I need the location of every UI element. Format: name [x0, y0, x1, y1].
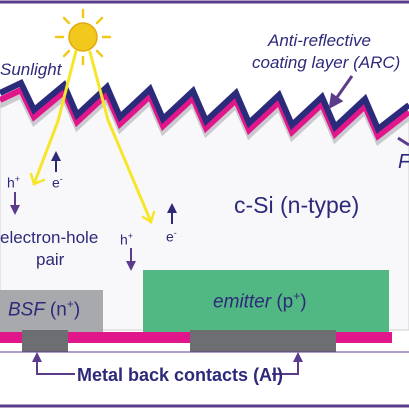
contact-arrow-right — [272, 352, 303, 375]
sun-icon — [54, 8, 112, 66]
ray-2 — [88, 50, 153, 224]
electron-hole-label-line2: pair — [36, 250, 65, 269]
hole-symbol-right: h+ — [120, 231, 134, 248]
hole-symbol-left: h+ — [7, 174, 21, 191]
light-rays — [32, 49, 153, 224]
contact-arrow-left — [32, 352, 75, 375]
right-pointer-arrow — [397, 136, 409, 147]
electron-hole-label-line1: electron-hole — [0, 228, 99, 247]
emitter-region — [143, 270, 389, 332]
bsf-region — [0, 290, 103, 332]
sunlight-label: Sunlight — [0, 60, 62, 79]
bsf-label: BSF (n+) — [8, 297, 81, 321]
electron-symbol-left: e- — [52, 174, 63, 191]
electron-symbol-right: e- — [166, 228, 177, 245]
ray-1 — [32, 49, 78, 186]
metal-contacts-label: Metal back contacts (Al) — [77, 365, 284, 385]
ray-splits — [29, 172, 156, 224]
metal-contact-2 — [190, 330, 336, 352]
arc-pointer-arrow — [328, 75, 354, 110]
emitter-label: emitter (p+) — [213, 289, 307, 313]
arc-label-line1: Anti-reflective — [268, 31, 371, 50]
metal-contact-1 — [22, 330, 68, 352]
arc-label-line2: coating layer (ARC) — [252, 53, 401, 72]
partial-label: F — [398, 151, 409, 173]
silicon-label: c-Si (n-type) — [234, 192, 360, 218]
